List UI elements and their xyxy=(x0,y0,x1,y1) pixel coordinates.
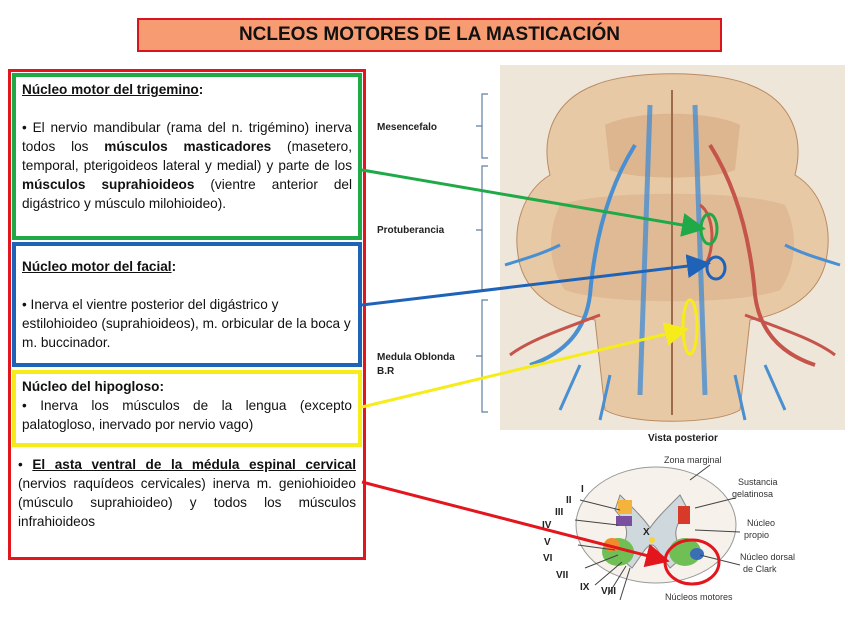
arrow-red xyxy=(362,482,664,560)
highlight-nucleos-motores xyxy=(665,540,719,584)
arrow-yellow xyxy=(362,330,683,407)
highlight-facial xyxy=(707,257,725,279)
highlight-hipogloso xyxy=(683,300,697,354)
arrow-blue xyxy=(362,264,705,305)
arrow-green xyxy=(362,170,700,228)
highlight-trigemino xyxy=(701,214,717,244)
